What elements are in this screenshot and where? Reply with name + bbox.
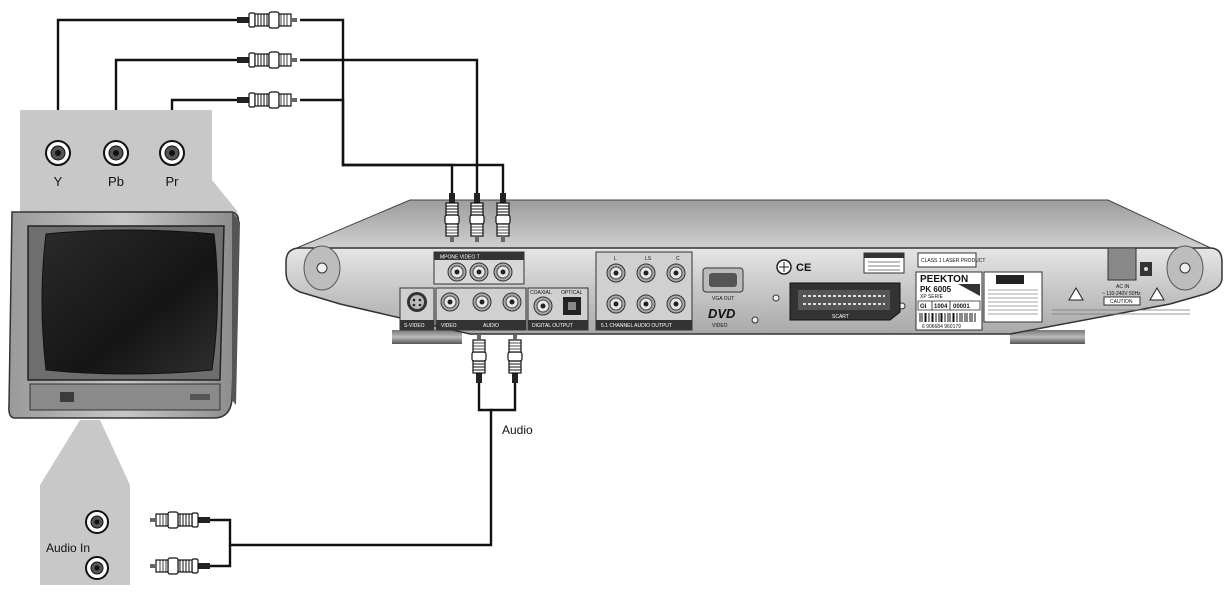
jack-pb[interactable] [104, 141, 128, 165]
audio-panel-bg [40, 420, 130, 585]
player-foot-left [392, 330, 462, 344]
optical-port[interactable] [563, 297, 581, 315]
barcode-number: 6 906684 960179 [922, 324, 961, 330]
tv-screen [42, 230, 218, 374]
cable-pr [172, 100, 503, 193]
cable-audio-split [210, 545, 230, 566]
cable-audio-right [491, 383, 515, 410]
laser-text: CLASS 1 LASER PRODUCT [921, 258, 985, 264]
laser-label: CLASS 1 LASER PRODUCT [918, 253, 985, 267]
label-digital-output: DIGITAL OUTPUT [532, 323, 573, 329]
brand-name: PEEKTON [920, 274, 968, 285]
model-series: XP SERIE [920, 294, 944, 300]
brand-plate-small [864, 253, 904, 273]
label-y: Y [54, 174, 63, 189]
label-pb: Pb [108, 174, 124, 189]
cable-audio-left [210, 383, 491, 545]
television [9, 212, 240, 418]
serial-prefix: GI [920, 304, 927, 310]
ac-in-label: AC IN [1116, 284, 1130, 290]
label-ch-c: C [676, 256, 680, 262]
player-top [292, 200, 1215, 250]
label-svideo: S-VIDEO [404, 323, 425, 329]
audio-in-plugs [150, 512, 210, 574]
component-output-group: MPONE VIDEO T [434, 252, 524, 284]
label-video-out: VIDEO [441, 323, 457, 329]
label-ch-ls: LS [645, 256, 652, 262]
audio-input-panel: Audio In [40, 420, 130, 585]
model-plate: PEEKTON PK 6005 XP SERIE GI 1004 00001 6… [916, 272, 982, 330]
serial-code: 1004 [934, 304, 948, 310]
screw-b [773, 295, 779, 301]
channel-output-group: L LS C 5.1 CHANNEL AUDIO OUTPUT [596, 252, 692, 330]
digital-output-group: COAXIAL OPTICAL DIGITAL OUTPUT [528, 288, 588, 330]
dvd-player: MPONE VIDEO T S-VIDEO VIDEO AUDIO [286, 200, 1222, 344]
label-audio-in: Audio In [46, 541, 90, 555]
audio-cables [210, 383, 515, 566]
jack-audio-left[interactable] [86, 511, 108, 533]
jack-y[interactable] [46, 141, 70, 165]
side-screw-left [304, 246, 340, 290]
component-plugs-player [445, 193, 510, 242]
av-output-group: VIDEO AUDIO [436, 288, 526, 330]
tv-side-shade [232, 212, 240, 405]
label-audio-out: AUDIO [483, 323, 499, 329]
label-coaxial: COAXIAL [530, 290, 552, 296]
tv-power-button[interactable] [60, 392, 74, 402]
model-name: PK 6005 [920, 285, 952, 294]
side-screw-right [1167, 246, 1203, 290]
serial-number: 00001 [953, 304, 970, 310]
label-channel-output: 5.1 CHANNEL AUDIO OUTPUT [601, 323, 672, 329]
dvd-logo-sub: VIDEO [712, 323, 728, 329]
svideo-port[interactable]: S-VIDEO [400, 288, 434, 330]
jack-pr[interactable] [160, 141, 184, 165]
label-ch-l: L [614, 256, 617, 262]
caution-label: CAUTION [1110, 299, 1133, 305]
jack-audio-right[interactable] [86, 557, 108, 579]
dolby-label [984, 272, 1042, 322]
tv-sensor [190, 394, 210, 400]
dvd-logo-text: DVD [708, 306, 736, 321]
label-component-out: MPONE VIDEO T [440, 255, 480, 261]
label-vga: VGA OUT [712, 296, 734, 302]
audio-plugs-player [472, 334, 522, 383]
scart-port[interactable]: SCART [790, 283, 900, 320]
label-audio-cable: Audio [502, 423, 533, 437]
ac-rating: ~ 110-240V 50Hz [1102, 291, 1141, 297]
label-pr: Pr [166, 174, 180, 189]
label-optical: OPTICAL [561, 290, 583, 296]
screw-a [752, 317, 758, 323]
component-plugs-top [237, 12, 297, 108]
label-scart: SCART [832, 314, 849, 320]
ce-mark: CE [796, 262, 811, 274]
